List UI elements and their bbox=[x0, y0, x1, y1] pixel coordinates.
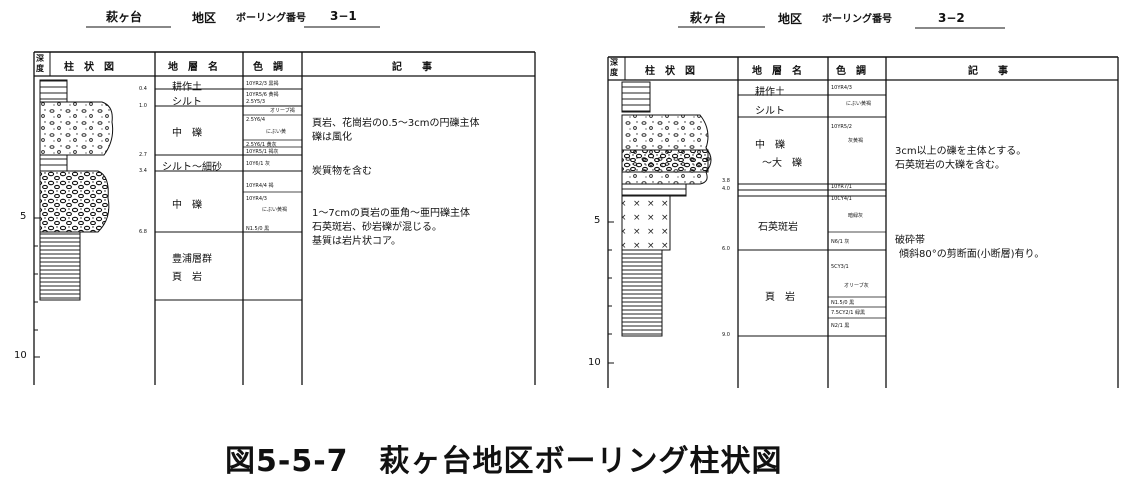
right-stratum-name: 頁 岩 bbox=[765, 292, 795, 303]
left-depth-header: 深度 bbox=[36, 54, 44, 73]
right-depth-tick-10: 10 bbox=[588, 357, 601, 368]
left-remark: 石英斑岩、砂岩礫が混じる。 bbox=[312, 222, 442, 233]
left-depth-tick-10: 10 bbox=[14, 350, 27, 361]
right-color-value: 暗緑灰 bbox=[848, 213, 864, 219]
right-color-value: にぶい黄褐 bbox=[846, 101, 872, 107]
right-depth-mark: 6.0 bbox=[722, 246, 730, 252]
right-columnar-header: 柱 状 図 bbox=[645, 66, 695, 77]
left-stratum-header: 地 層 名 bbox=[168, 62, 218, 73]
left-depth-mark: 3.4 bbox=[139, 168, 147, 174]
left-district-label: 地区 bbox=[192, 11, 217, 25]
left-color-value: オリーブ褐 bbox=[270, 108, 295, 114]
right-color-value: 10YR7/1 bbox=[831, 184, 852, 190]
left-color-value: 2.5Y6/1 黄灰 bbox=[246, 142, 277, 148]
left-color-value: N1.5/0 黒 bbox=[246, 226, 270, 232]
right-color-value: N6/1 灰 bbox=[831, 239, 850, 245]
right-depth-tick-5: 5 bbox=[594, 215, 601, 226]
left-remark: 1〜7cmの頁岩の亜角〜亜円礫主体 bbox=[312, 208, 470, 219]
left-stratum-name: 中 礫 bbox=[172, 128, 202, 139]
left-color-value: 2.5Y6/4 bbox=[246, 117, 266, 123]
right-site-name: 萩ヶ台 bbox=[690, 11, 727, 25]
right-color-value: 10YR5/2 bbox=[831, 124, 852, 130]
left-depth-mark: 2.7 bbox=[139, 152, 147, 158]
left-depth-tick-5: 5 bbox=[20, 211, 27, 222]
right-color-value: N1.5/0 黒 bbox=[831, 300, 855, 306]
right-depth-mark: 3.8 bbox=[722, 178, 730, 184]
right-stratum-header: 地 層 名 bbox=[752, 66, 802, 77]
left-color-value: 10YR2/3 黒褐 bbox=[246, 81, 279, 87]
left-stratum-name: 中 礫 bbox=[172, 200, 202, 211]
right-color-value: オリーブ灰 bbox=[844, 283, 869, 289]
right-depth-header: 深度 bbox=[610, 58, 618, 77]
right-remark: 石英斑岩の大礫を含む。 bbox=[895, 160, 1005, 171]
figure-caption: 図5-5-7 萩ヶ台地区ボーリング柱状図 bbox=[225, 444, 783, 479]
left-color-value: 10Y6/1 灰 bbox=[246, 161, 271, 167]
right-remarks-header: 記 事 bbox=[968, 66, 1008, 77]
left-depth-mark: 6.8 bbox=[139, 229, 147, 235]
left-color-value: 10YR4/4 褐 bbox=[246, 183, 274, 189]
right-boring-label: ボーリング番号 bbox=[822, 14, 892, 25]
left-stratum-name: 頁 岩 bbox=[172, 272, 202, 283]
right-remark: 破砕帯 bbox=[895, 235, 925, 246]
left-boring-number: 3−1 bbox=[330, 9, 357, 23]
right-stratum-name: 石英斑岩 bbox=[758, 222, 798, 233]
left-stratum-name: 耕作土 bbox=[172, 82, 202, 93]
right-boring-number: 3−2 bbox=[938, 11, 965, 25]
right-stratum-name: シルト bbox=[755, 106, 785, 117]
left-remark: 基質は岩片状コア。 bbox=[312, 236, 401, 247]
left-stratum-name: シルト bbox=[172, 97, 202, 108]
right-color-value: 7.5CY2/1 緑黒 bbox=[831, 310, 866, 316]
right-log-frame bbox=[607, 26, 1119, 388]
left-remarks-header: 記 事 bbox=[392, 62, 432, 73]
left-color-value: 2.5Y5/3 bbox=[246, 99, 266, 105]
left-remark: 頁岩、花崗岩の0.5〜3cmの円礫主体 bbox=[312, 118, 480, 129]
left-site-name: 萩ヶ台 bbox=[106, 10, 143, 24]
left-color-value: にぶい黄褐 bbox=[262, 207, 288, 213]
left-depth-mark: 1.0 bbox=[139, 103, 147, 109]
left-stratum-name: 豊浦層群 bbox=[172, 254, 212, 265]
right-district-label: 地区 bbox=[778, 12, 803, 26]
right-stratum-name: 中 礫 bbox=[755, 140, 785, 151]
right-columnar-section bbox=[621, 81, 712, 337]
right-remark: 傾斜80°の剪断面(小断層)有り。 bbox=[899, 249, 1045, 260]
right-color-value: 5CY3/1 bbox=[831, 264, 849, 270]
left-color-value: 10YR4/3 bbox=[246, 196, 267, 202]
left-color-value: にぶい黄 bbox=[266, 129, 287, 135]
left-stratum-name: シルト〜細砂 bbox=[162, 162, 222, 173]
right-color-header: 色 調 bbox=[836, 66, 866, 77]
right-depth-mark: 4.0 bbox=[722, 186, 730, 192]
right-color-value: N2/1 黒 bbox=[831, 323, 850, 329]
right-stratum-name: 耕作土 bbox=[755, 87, 785, 98]
left-log-frame bbox=[33, 26, 536, 385]
left-columnar-section bbox=[39, 79, 114, 301]
left-boring-label: ボーリング番号 bbox=[236, 13, 306, 24]
left-columnar-header: 柱 状 図 bbox=[64, 62, 114, 73]
left-remark: 礫は風化 bbox=[312, 132, 352, 143]
right-color-value: 10CY4/1 bbox=[831, 196, 852, 202]
right-color-value: 灰黄褐 bbox=[848, 138, 864, 144]
right-remark: 3cm以上の礫を主体とする。 bbox=[895, 146, 1027, 157]
left-remark: 炭質物を含む bbox=[312, 166, 372, 177]
left-color-value: 10YR5/6 黄褐 bbox=[246, 92, 279, 98]
left-depth-mark: 0.4 bbox=[139, 86, 147, 92]
left-color-header: 色 調 bbox=[253, 62, 283, 73]
right-stratum-name: 〜大 礫 bbox=[762, 158, 802, 169]
left-color-value: 10YR5/1 褐灰 bbox=[246, 149, 279, 155]
right-depth-mark: 9.0 bbox=[722, 332, 730, 338]
right-color-value: 10YR4/3 bbox=[831, 85, 852, 91]
